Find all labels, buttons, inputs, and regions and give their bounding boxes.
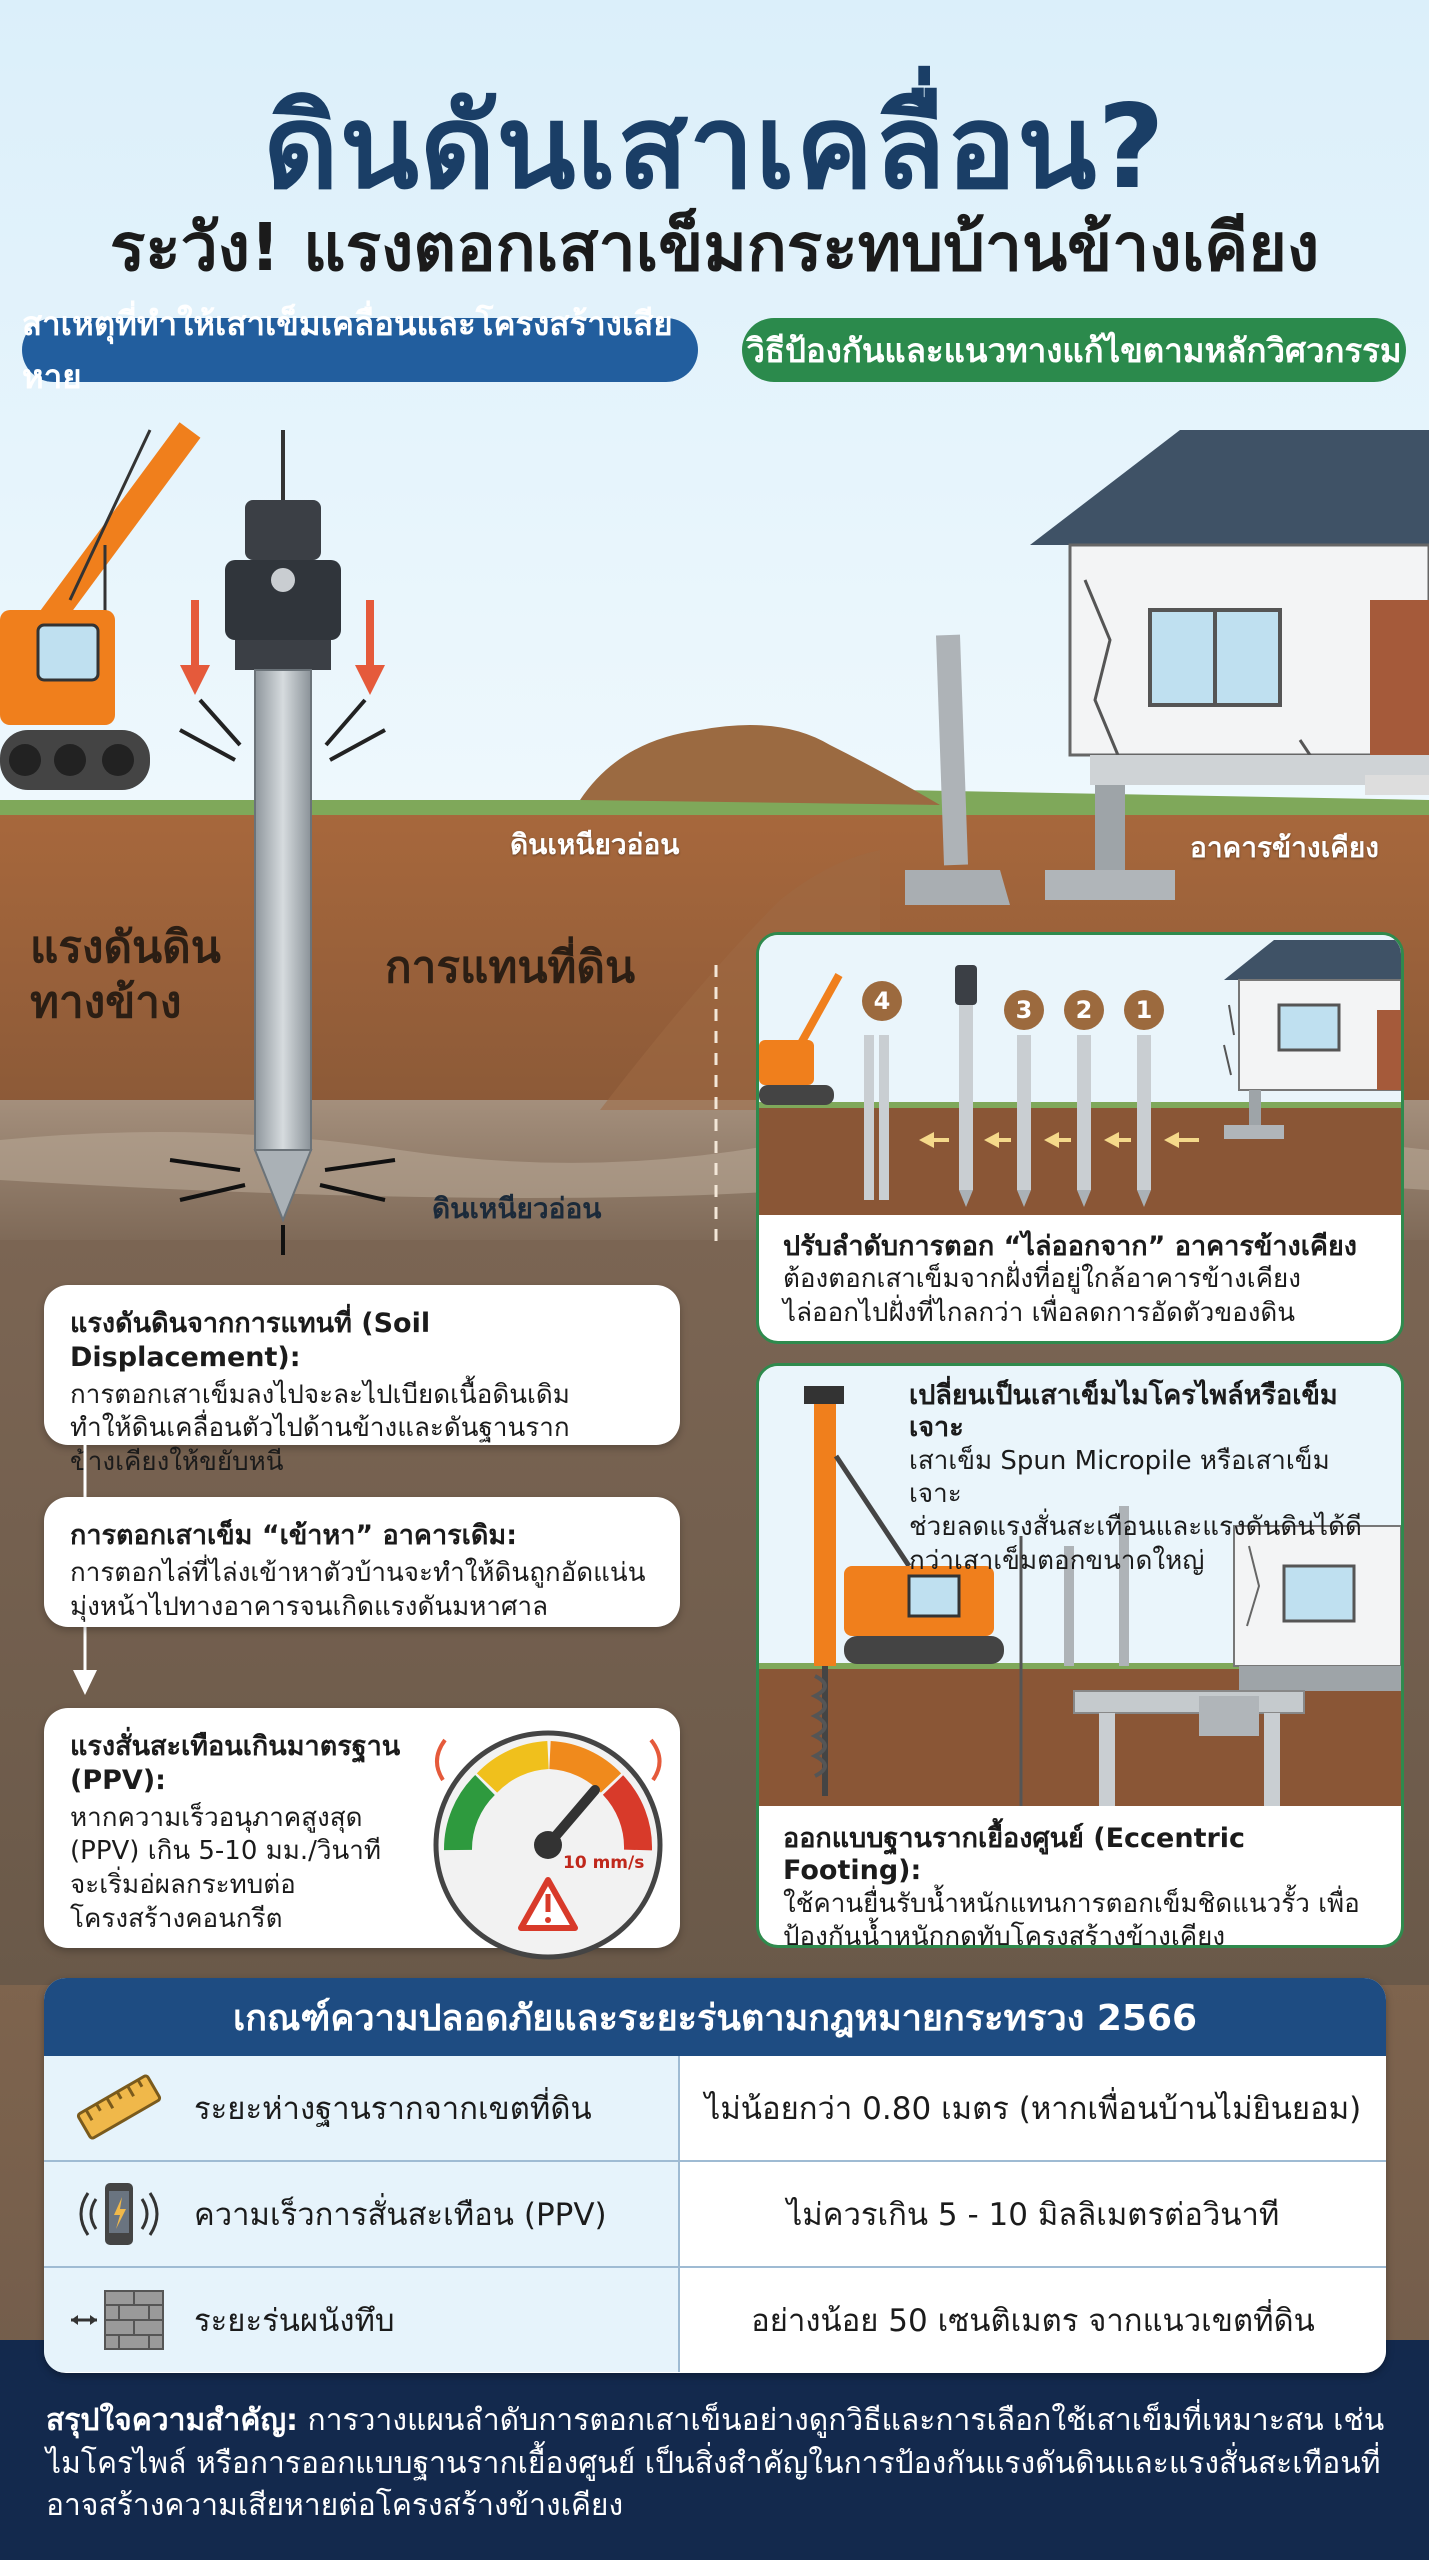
criteria-label: ระยะห่างฐานรากจากเขตที่ดิน [194, 2091, 592, 2127]
criteria-value: อย่างน้อย 50 เซนติเมตร จากแนวเขตที่ดิน [680, 2268, 1386, 2372]
pile-sequence-illustration [759, 935, 1401, 1215]
cause-card-driving-toward: การตอกเสาเข็ม “เข้าหา” อาคารเดิม: การตอก… [44, 1497, 680, 1627]
footer-band [0, 2340, 1429, 2560]
cause-title: แรงดันดินจากการแทนที่ (Soil Displacement… [70, 1308, 431, 1373]
criteria-label: ความเร็วการสั่นสะเทือน (PPV) [194, 2197, 607, 2233]
summary-lead: สรุปใจความสำคัญ: [46, 2403, 299, 2438]
criteria-value: ไม่ควรเกิน 5 - 10 มิลลิเมตรต่อวินาที [680, 2162, 1386, 2266]
safety-criteria-table: เกณฑ์ความปลอดภัยและระยะร่นตามกฎหมายกระทร… [44, 1978, 1386, 2373]
solution-caption: เปลี่ยนเป็นเสาเข็มไมโครไพล์หรือเข็มเจาะ … [909, 1380, 1362, 1576]
driven-pile-illustration [169, 430, 396, 1255]
sequence-badge: 4 [862, 981, 902, 1021]
criteria-value: ไม่น้อยกว่า 0.80 เมตร (หากเพื่อนบ้านไม่ย… [680, 2056, 1386, 2160]
page-title: ดินดันเสาเคลื่อน? [263, 80, 1166, 215]
table-row: ระยะร่นผนังทึบ อย่างน้อย 50 เซนติเมตร จา… [44, 2268, 1386, 2372]
vibration-gauge-icon: 10 mm/s [433, 1730, 663, 1960]
crane-illustration [0, 422, 201, 790]
table-header: เกณฑ์ความปลอดภัยและระยะร่นตามกฎหมายกระทร… [44, 1978, 1386, 2056]
soft-clay-bottom-label: ดินเหนียวอ่อน [432, 1192, 602, 1225]
cause-title: การตอกเสาเข็ม “เข้าหา” อาคารเดิม: [70, 1520, 518, 1551]
lateral-pressure-label: แรงดันดิน ทางข้าง [30, 922, 221, 1028]
ruler-icon [44, 2073, 194, 2143]
cause-title: แรงสั่นสะเทือนเกินมาตรฐาน (PPV): [70, 1731, 401, 1796]
solution-panel-micropile-footing: เปลี่ยนเป็นเสาเข็มไมโครไพล์หรือเข็มเจาะ … [756, 1363, 1404, 1948]
summary-text: สรุปใจความสำคัญ: การวางแผนลำดับการตอกเสา… [46, 2400, 1396, 2528]
solution-panel-sequence: 4 3 2 1 ปรับลำดับการตอก “ไล่ออกจาก” อาคา… [756, 932, 1404, 1344]
table-row: ระยะห่างฐานรากจากเขตที่ดิน ไม่น้อยกว่า 0… [44, 2056, 1386, 2162]
causes-section-header: สาเหตุที่ทำให้เสาเข็มเคลื่อนและโครงสร้าง… [22, 304, 698, 396]
cause-card-soil-displacement: แรงดันดินจากการแทนที่ (Soil Displacement… [44, 1285, 680, 1477]
brick-wall-icon [44, 2285, 194, 2355]
soil-displacement-label: การแทนที่ดิน [385, 942, 636, 993]
page-subtitle: ระวัง! แรงตอกเสาเข็มกระทบบ้านข้างเคียง [109, 209, 1320, 286]
vibrating-phone-icon [44, 2179, 194, 2249]
solution-caption: ออกแบบฐานรากเยื้องศูนย์ (Eccentric Footi… [783, 1823, 1360, 1948]
sequence-badge: 2 [1064, 990, 1104, 1030]
summary-body: การวางแผนลำดับการตอกเสาเข็นอย่างดูกวิธีแ… [46, 2403, 1385, 2524]
micropile-footing-illustration [759, 1366, 1401, 1806]
solution-caption: ปรับลำดับการตอก “ไล่ออกจาก” อาคารข้างเคี… [783, 1231, 1357, 1328]
soft-clay-top-label: ดินเหนียวอ่อน [510, 828, 680, 861]
criteria-label: ระยะร่นผนังทึบ [194, 2303, 395, 2339]
sequence-badge: 3 [1004, 990, 1044, 1030]
solutions-section-header: วิธีป้องกันและแนวทางแก้ไขตามหลักวิศวกรรม [742, 318, 1406, 382]
sequence-badge: 1 [1124, 990, 1164, 1030]
gauge-label: 10 mm/s [563, 1853, 644, 1873]
neighbor-house-illustration [905, 430, 1429, 905]
neighbor-building-label: อาคารข้างเคียง [1190, 831, 1379, 864]
table-row: ความเร็วการสั่นสะเทือน (PPV) ไม่ควรเกิน … [44, 2162, 1386, 2268]
